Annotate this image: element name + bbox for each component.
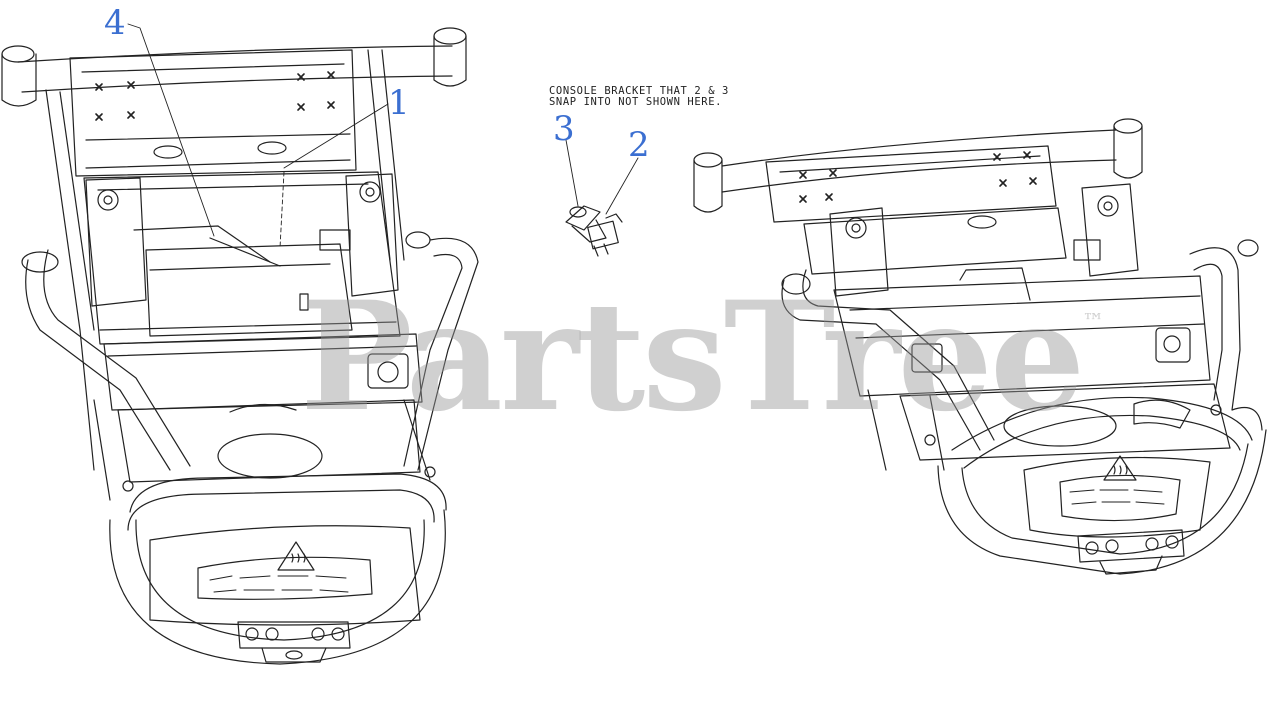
watermark-text: PartsTree bbox=[300, 269, 1085, 445]
note-line-1: CONSOLE BRACKET THAT 2 & 3 bbox=[549, 85, 729, 97]
callout-3[interactable]: 3 bbox=[553, 109, 575, 149]
callout-2[interactable]: 2 bbox=[628, 125, 650, 165]
switch-parts bbox=[566, 140, 638, 256]
left-frame-assembly bbox=[2, 28, 478, 664]
leader-lines-left bbox=[128, 24, 388, 248]
watermark: PartsTree™ bbox=[300, 282, 1104, 432]
right-frame-assembly bbox=[694, 119, 1266, 574]
watermark-trademark: ™ bbox=[1082, 310, 1104, 335]
callout-4[interactable]: 4 bbox=[104, 3, 126, 43]
callout-1[interactable]: 1 bbox=[388, 83, 410, 123]
note-line-2: SNAP INTO NOT SHOWN HERE. bbox=[549, 96, 723, 108]
